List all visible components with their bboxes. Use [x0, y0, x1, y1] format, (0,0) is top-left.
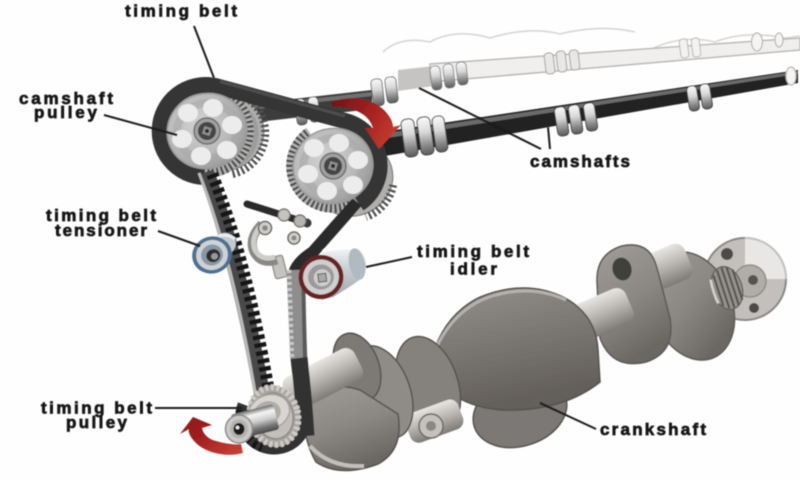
svg-text:tensioner: tensioner [55, 221, 147, 240]
svg-text:timing belt: timing belt [46, 206, 156, 225]
svg-text:timing belt: timing belt [417, 242, 529, 261]
svg-text:idler: idler [450, 260, 497, 279]
svg-text:timing belt: timing belt [125, 2, 237, 21]
svg-text:timing belt: timing belt [41, 399, 152, 418]
